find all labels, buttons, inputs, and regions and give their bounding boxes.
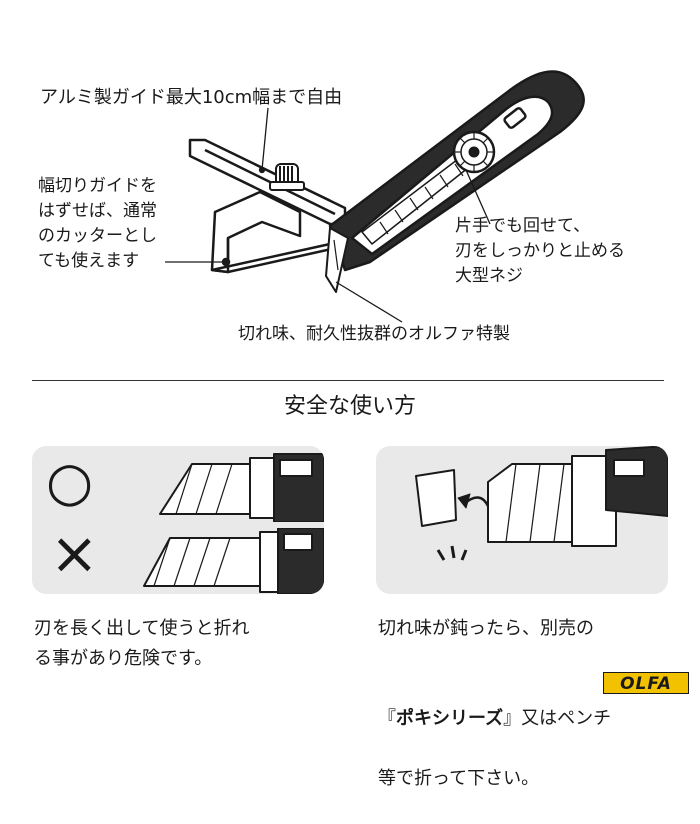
snap-blade-illustration xyxy=(415,446,668,561)
section-divider xyxy=(32,380,664,381)
cutter-body xyxy=(328,70,585,272)
cutter-illustration xyxy=(165,70,585,323)
section-title: 安全な使い方 xyxy=(283,394,416,419)
right-caption-line1: 切れ味が鈍ったら、別売の xyxy=(378,618,594,639)
guide-fence xyxy=(210,190,347,274)
olfa-logo: OLFA xyxy=(603,672,689,694)
poki-series-name: ポキシリーズ xyxy=(396,708,504,729)
guide-knob xyxy=(269,163,305,191)
quote-close: 』 xyxy=(503,708,522,729)
guide-label: アルミ製ガイド最大10cm幅まで自由 xyxy=(40,87,343,108)
right-caption-line2: 『ポキシリーズ』又はペンチ xyxy=(378,674,611,734)
usage-panel-right xyxy=(376,446,668,594)
good-mark: ○ xyxy=(46,450,94,513)
bad-mark: × xyxy=(50,519,99,587)
cutter-long-blade-illustration xyxy=(143,528,324,594)
blade-tip xyxy=(325,227,349,293)
left-panel-caption: 刃を長く出して使うと折れ る事があり危険です。 xyxy=(34,618,250,669)
screw-label: 片手でも回せて、 刃をしっかりと止める 大型ネジ xyxy=(455,216,625,286)
quote-open: 『 xyxy=(378,708,396,729)
right-panel-caption: 切れ味が鈍ったら、別売の 『ポキシリーズ』又はペンチ 等で折って下さい。 xyxy=(378,584,611,824)
right-caption-line3: 等で折って下さい。 xyxy=(378,768,540,789)
cutter-short-blade-illustration xyxy=(159,453,324,522)
right-caption-line2-rest: 又はペンチ xyxy=(521,708,612,729)
blade-label: 切れ味、耐久性抜群のオルファ特製 xyxy=(238,324,510,344)
big-screw-wheel xyxy=(452,130,496,174)
leader-lines xyxy=(165,107,491,323)
removable-guide-label: 幅切りガイドを はずせば、通常 のカッターとし ても使えます xyxy=(38,176,157,271)
svg-text:OLFA: OLFA xyxy=(620,674,672,694)
usage-panel-left: ○ × xyxy=(32,446,324,594)
